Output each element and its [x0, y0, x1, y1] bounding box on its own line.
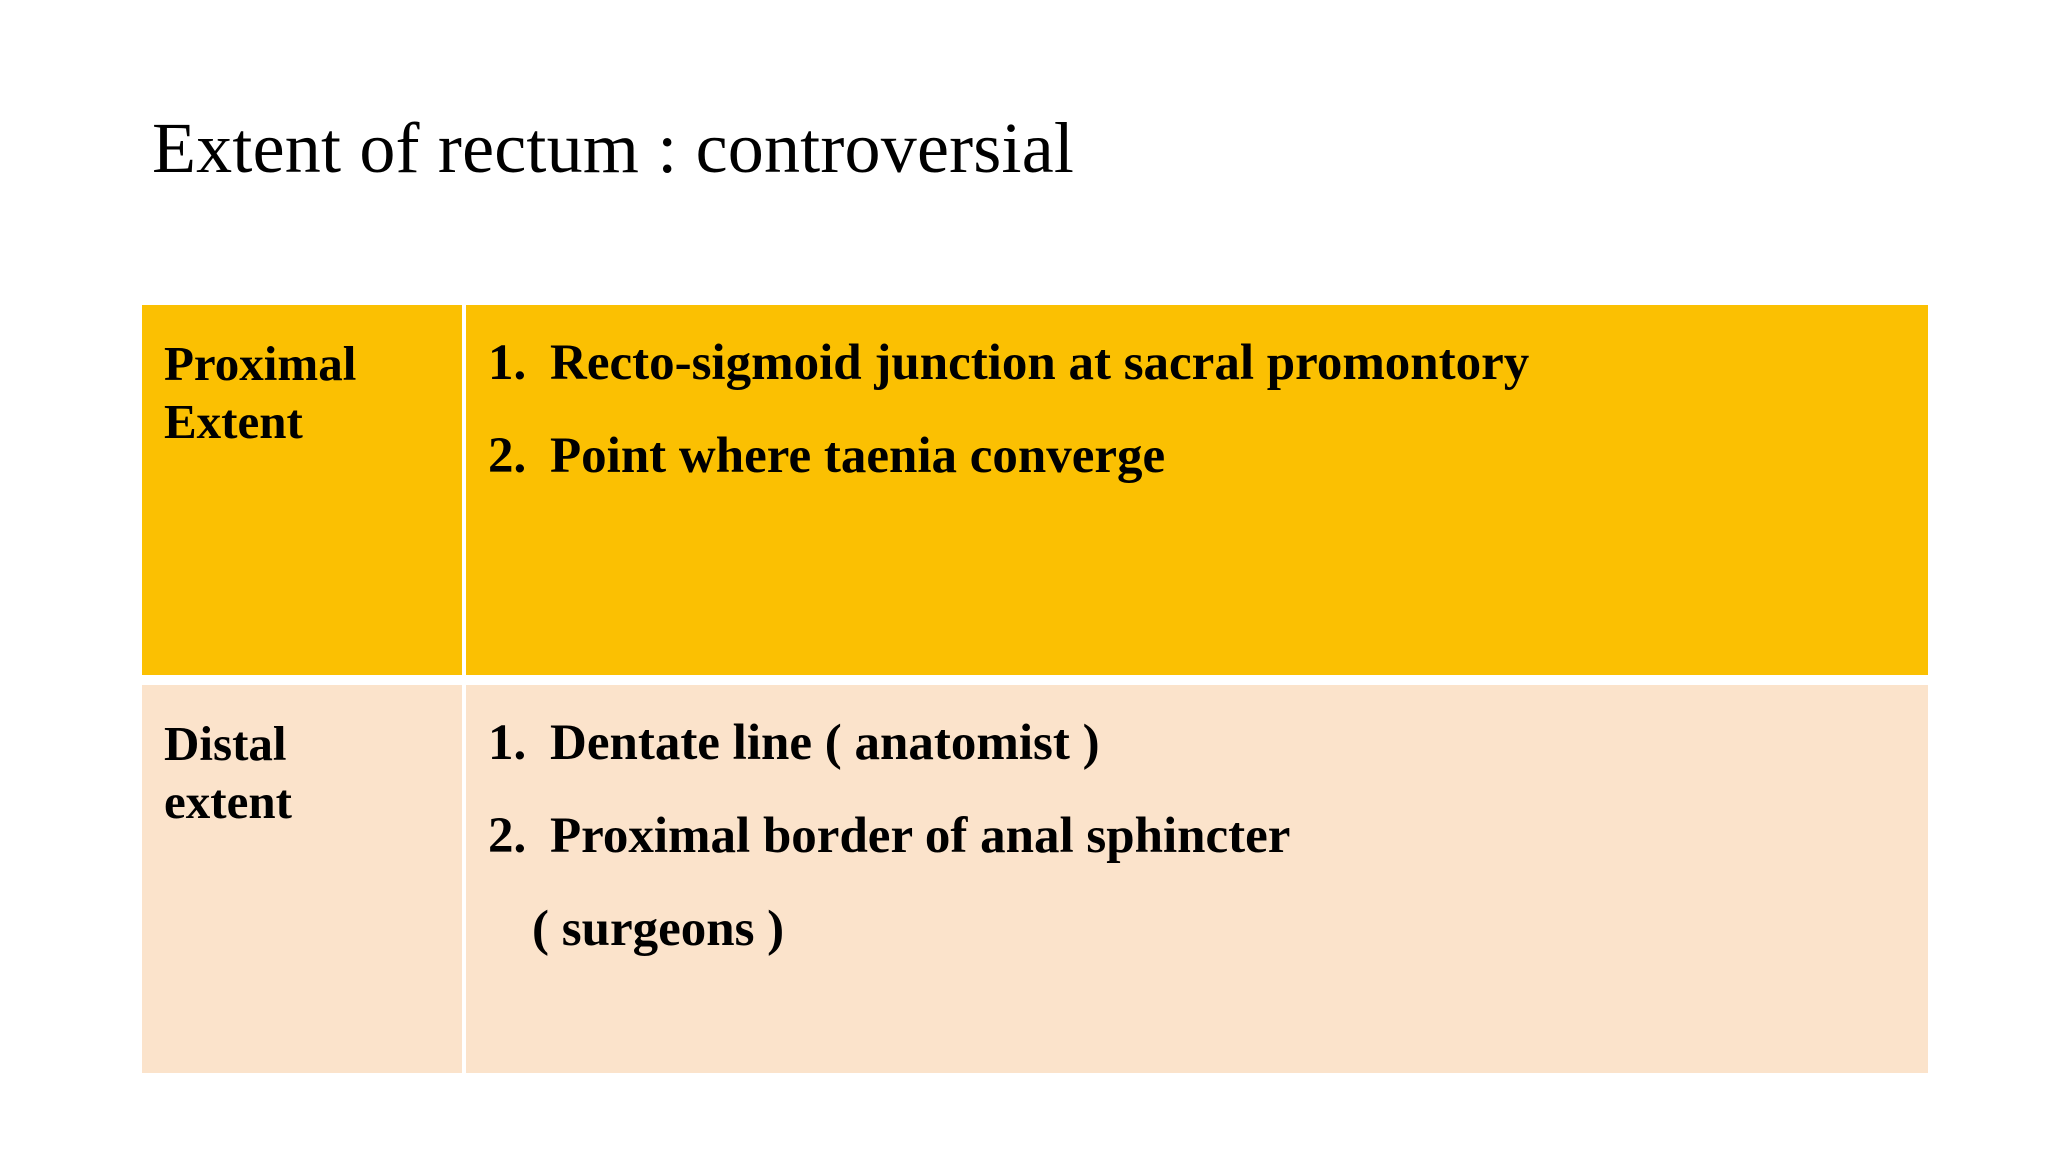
table-cell-body-distal: 1. Dentate line ( anatomist ) 2. Proxima…: [462, 685, 1928, 1073]
label-cell-distal-inner: Distal extent: [142, 685, 462, 1073]
distal-extent-list: 1. Dentate line ( anatomist ) 2. Proxima…: [488, 715, 1910, 865]
table-gap-right: [462, 675, 1928, 685]
extent-table: Proximal Extent 1. Recto-sigmoid junctio…: [142, 305, 1928, 1073]
list-item: 1. Recto-sigmoid junction at sacral prom…: [488, 335, 1910, 392]
list-item-text: Point where taenia converge: [550, 428, 1166, 485]
list-item-text: Dentate line ( anatomist ): [550, 715, 1100, 771]
table-row: Distal extent 1. Dentate line ( anatomis…: [142, 685, 1928, 1073]
table-row-gap: [142, 675, 1928, 685]
body-cell-proximal-inner: 1. Recto-sigmoid junction at sacral prom…: [462, 305, 1928, 675]
row-label-proximal-line1: Proximal: [164, 336, 357, 391]
row-label-distal-line1: Distal: [164, 716, 287, 771]
page-title: Extent of rectum : controversial: [152, 108, 1075, 189]
table-cell-body-proximal: 1. Recto-sigmoid junction at sacral prom…: [462, 305, 1928, 675]
distal-extent-continuation: ( surgeons ): [532, 901, 785, 958]
row-label-proximal-line2: Extent: [164, 393, 303, 449]
list-item: 2. Proximal border of anal sphincter: [488, 808, 1910, 865]
proximal-extent-list: 1. Recto-sigmoid junction at sacral prom…: [488, 335, 1910, 485]
row-label-distal-line2: extent: [164, 773, 292, 829]
list-item-number: 2.: [488, 428, 527, 485]
table-gap-left: [142, 675, 462, 685]
table-cell-label-proximal: Proximal Extent: [142, 305, 462, 675]
list-item-text: Proximal border of anal sphincter: [550, 808, 1291, 865]
list-item-number: 1.: [488, 715, 527, 771]
table-row: Proximal Extent 1. Recto-sigmoid junctio…: [142, 305, 1928, 675]
label-cell-proximal-inner: Proximal Extent: [142, 305, 462, 675]
list-item: 1. Dentate line ( anatomist ): [488, 715, 1910, 772]
body-cell-distal-inner: 1. Dentate line ( anatomist ) 2. Proxima…: [462, 685, 1928, 1073]
list-item-number: 1.: [488, 335, 527, 391]
list-item: 2. Point where taenia converge: [488, 428, 1910, 485]
table-cell-label-distal: Distal extent: [142, 685, 462, 1073]
list-item-text: Recto-sigmoid junction at sacral promont…: [550, 335, 1530, 391]
list-item-number: 2.: [488, 808, 527, 865]
